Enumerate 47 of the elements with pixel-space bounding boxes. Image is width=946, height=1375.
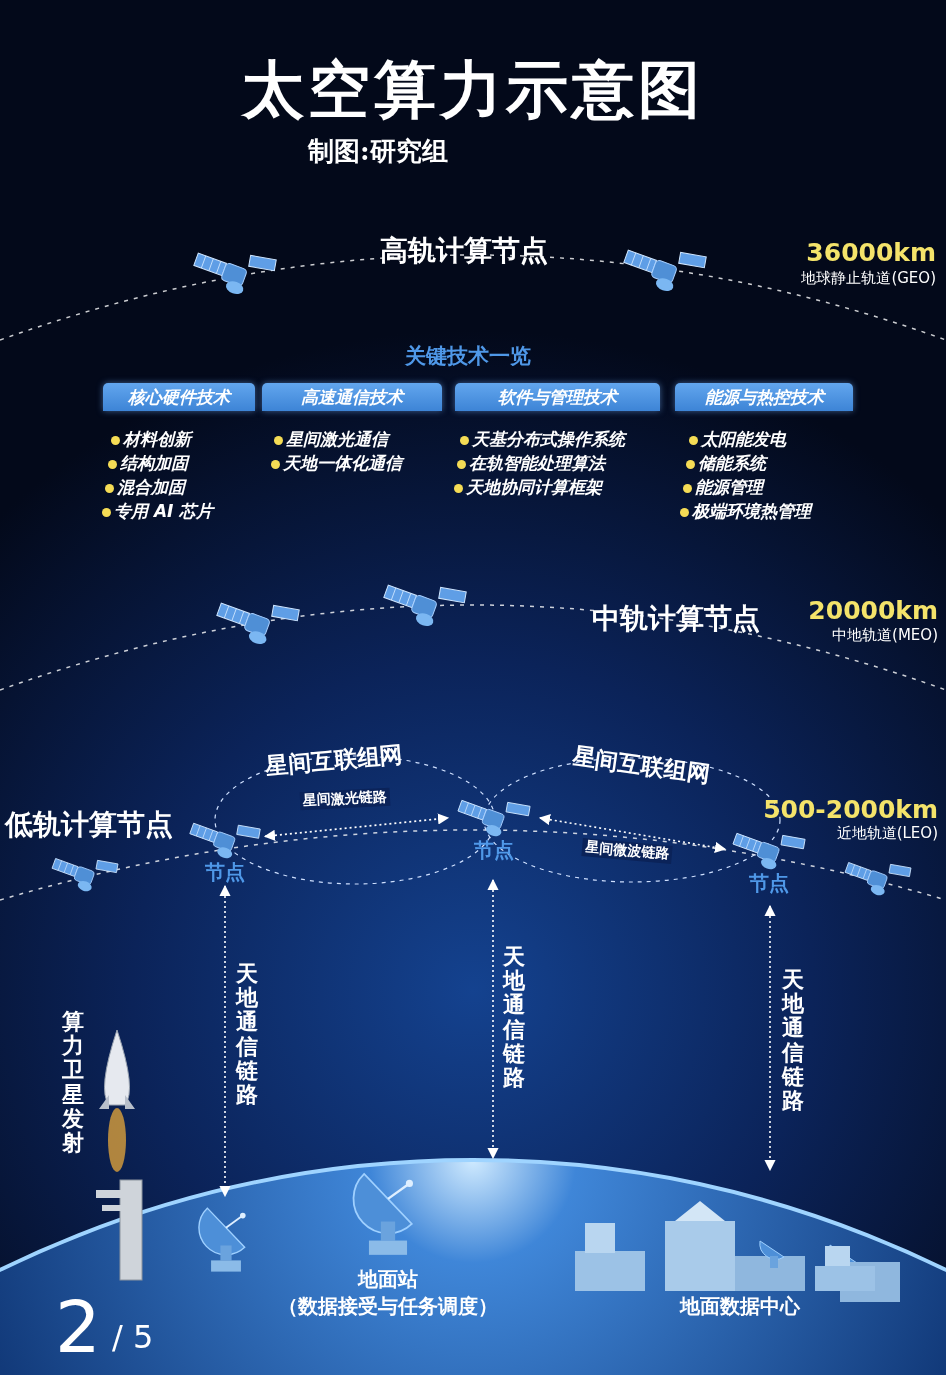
category-header: 高速通信技术: [262, 383, 442, 411]
bullet-item: 储能系统: [686, 452, 766, 475]
node-label: （数据接受与任务调度）: [277, 1293, 498, 1320]
label-text: 500-2000km: [763, 795, 938, 824]
label-text: 中地轨道(MEO): [832, 626, 938, 645]
edge-label: 星间激光链路: [299, 787, 391, 811]
dotted-link-arrow: [538, 814, 727, 853]
label-text: 2: [55, 1285, 101, 1369]
edge-label: 天地通信链路: [236, 962, 258, 1108]
label-text: 地球静止轨道(GEO): [801, 269, 936, 288]
node-label: 节点: [205, 859, 245, 886]
node-label: 地面数据中心: [680, 1293, 800, 1320]
label-text: 20000km: [808, 596, 938, 625]
node-label: 节点: [749, 870, 789, 897]
dotted-link-arrow: [219, 884, 231, 1198]
label-text: 低轨计算节点: [5, 807, 173, 843]
label-text: 36000km: [806, 238, 936, 267]
label-text: 中轨计算节点: [592, 601, 760, 637]
label-text: 关键技术一览: [405, 343, 531, 370]
category-header: 核心硬件技术: [103, 383, 255, 411]
bullet-item: 能源管理: [683, 476, 763, 499]
label-text: 高轨计算节点: [380, 233, 548, 269]
label-text: 算力卫星发射: [62, 1010, 84, 1156]
dotted-link-arrow: [764, 904, 776, 1172]
node-label: 节点: [474, 837, 514, 864]
label-text: / 5: [112, 1318, 154, 1356]
label-text: 近地轨道(LEO): [836, 824, 938, 843]
node-label: 地面站: [357, 1266, 418, 1293]
dotted-link-arrow: [487, 878, 499, 1160]
bullet-item: 太阳能发电: [689, 428, 786, 451]
bullet-item: 在轨智能处理算法: [457, 452, 605, 475]
label-text: 星间互联组网: [570, 741, 712, 790]
label-text: 星间互联组网: [263, 740, 405, 781]
bullet-item: 天地协同计算框架: [454, 476, 602, 499]
edge-label: 天地通信链路: [503, 945, 525, 1091]
edge-label: 星间微波链路: [581, 838, 673, 864]
bullet-item: 混合加固: [105, 476, 185, 499]
bullet-item: 天基分布式操作系统: [460, 428, 625, 451]
bullet-item: 专用 AI 芯片: [102, 500, 214, 523]
bullet-item: 极端环境热管理: [680, 500, 811, 523]
edge-label: 天地通信链路: [782, 968, 804, 1114]
title: 太空算力示意图: [240, 52, 705, 128]
label-text: 制图:研究组: [308, 135, 448, 168]
dotted-link-arrow: [263, 813, 450, 841]
category-header: 软件与管理技术: [455, 383, 660, 411]
bullet-item: 结构加固: [108, 452, 188, 475]
category-header: 能源与热控技术: [675, 383, 853, 411]
